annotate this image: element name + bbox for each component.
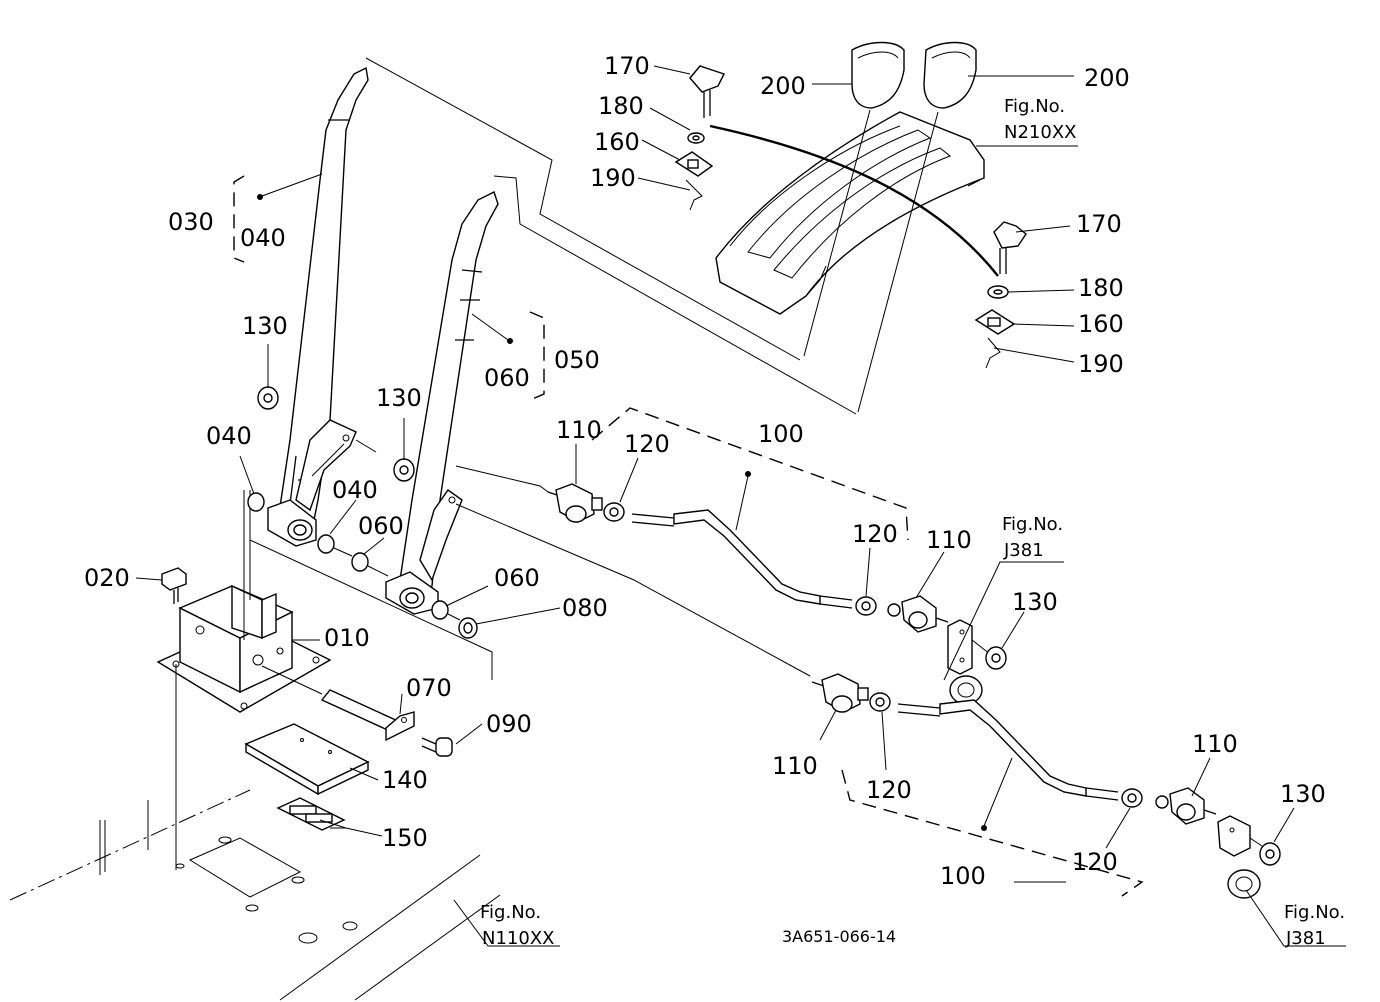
cable-100-upper: [547, 407, 1064, 705]
label-180-b: 180: [1078, 274, 1124, 302]
label-110-b: 110: [926, 526, 972, 554]
bolt-090: [421, 737, 453, 757]
label-170-b: 170: [1076, 210, 1122, 238]
fastener-set-a: [674, 65, 725, 211]
label-100-b: 100: [940, 862, 986, 890]
label-190-b: 190: [1078, 350, 1124, 378]
label-130-d: 130: [1280, 780, 1326, 808]
label-110-a: 110: [556, 416, 602, 444]
label-150: 150: [382, 824, 428, 852]
label-140: 140: [382, 766, 428, 794]
pedal-040: [267, 66, 369, 547]
label-110-d: 110: [1192, 730, 1238, 758]
label-040-a: 040: [240, 224, 286, 252]
label-030: 030: [168, 208, 214, 236]
label-070: 070: [406, 674, 452, 702]
label-020: 020: [84, 564, 130, 592]
label-160-a: 160: [594, 128, 640, 156]
rod-curve: [709, 124, 999, 277]
fastener-set-b: [974, 221, 1027, 369]
label-130-a: 130: [242, 312, 288, 340]
drawing-code: 3A651-066-14: [782, 927, 896, 946]
label-170-a: 170: [604, 52, 650, 80]
label-120-c: 120: [866, 776, 912, 804]
bolt-020: [161, 567, 187, 604]
label-120-b: 120: [852, 520, 898, 548]
label-080: 080: [562, 594, 608, 622]
label-130-c: 130: [1012, 588, 1058, 616]
label-060-b: 060: [484, 364, 530, 392]
pads-200: [803, 41, 977, 413]
label-050: 050: [554, 346, 600, 374]
label-100-a: 100: [758, 420, 804, 448]
label-190-a: 190: [590, 164, 636, 192]
label-160-b: 160: [1078, 310, 1124, 338]
label-180-a: 180: [598, 92, 644, 120]
bracket-010: [156, 490, 332, 870]
label-110-c: 110: [772, 752, 818, 780]
fig-j381-a-title: Fig.No.: [1002, 514, 1063, 535]
fig-n110-title: Fig.No.: [480, 902, 541, 923]
part-labels: 170 180 160 190 200 200 Fig.No. N210XX 1…: [84, 52, 1345, 949]
fig-n210-number: N210XX: [1004, 122, 1076, 143]
label-120-a: 120: [624, 430, 670, 458]
floor-plate: [9, 789, 501, 1001]
label-040-b: 040: [206, 422, 252, 450]
label-060-c: 060: [494, 564, 540, 592]
label-060-a: 060: [358, 512, 404, 540]
label-040-c: 040: [332, 476, 378, 504]
clips-150: [276, 797, 346, 831]
group-brackets: [233, 175, 545, 401]
plate-140: [244, 723, 370, 796]
fig-j381-b-number: J381: [1285, 928, 1326, 949]
label-090: 090: [486, 710, 532, 738]
bushings: [247, 386, 478, 639]
fig-j381-b-title: Fig.No.: [1284, 902, 1345, 923]
leader-lines: [135, 65, 1295, 947]
cable-100-lower: [811, 673, 1346, 947]
pedal-060: [385, 191, 499, 615]
footrest: [715, 111, 985, 315]
fig-j381-a-number: J381: [1003, 540, 1044, 561]
fig-n210-title: Fig.No.: [1004, 96, 1065, 117]
label-130-b: 130: [376, 384, 422, 412]
label-120-d: 120: [1072, 848, 1118, 876]
label-010: 010: [324, 624, 370, 652]
fig-n110-number: N110XX: [482, 928, 554, 949]
pin-070: [261, 665, 415, 742]
label-200-b: 200: [1084, 64, 1130, 92]
label-200-a: 200: [760, 72, 806, 100]
assembly-lines: [249, 57, 857, 680]
